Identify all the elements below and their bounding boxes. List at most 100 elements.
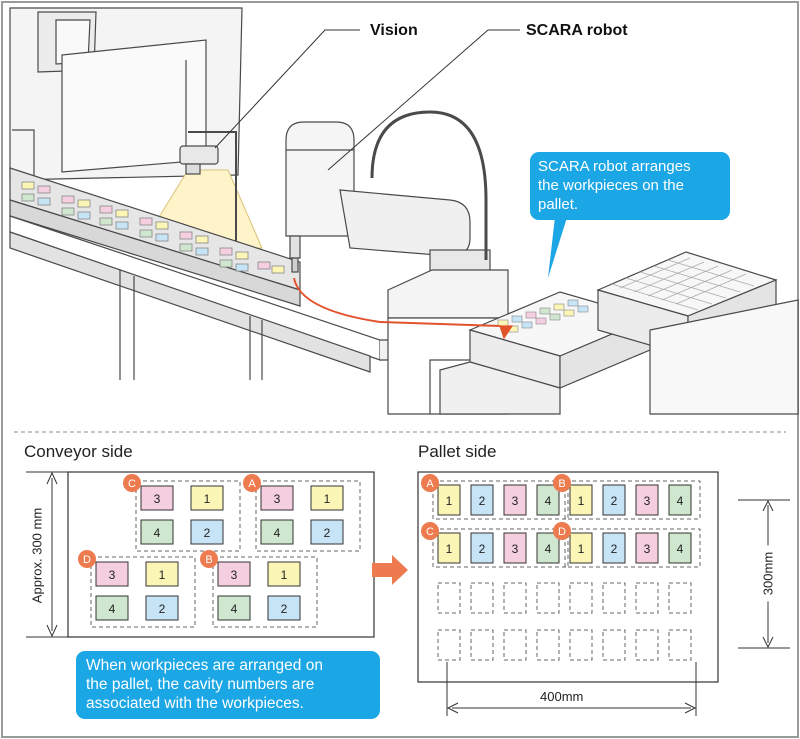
cavity-number: 1: [446, 542, 453, 556]
marker-b: [200, 550, 218, 568]
group-outline: [432, 528, 569, 568]
workpiece-cell: [437, 532, 461, 564]
transfer-arrow: [372, 555, 408, 585]
cavity-number: 2: [281, 602, 288, 616]
cavity-number: 2: [611, 494, 618, 508]
workpiece-cell: [668, 484, 692, 516]
top-illustration: [9, 7, 799, 415]
empty-cavity: [437, 582, 461, 614]
cavity-number: 3: [512, 494, 519, 508]
group-outline: [212, 556, 318, 628]
group-outline: [432, 480, 569, 520]
cavity-number: 4: [109, 602, 116, 616]
workpiece-cell: [602, 484, 626, 516]
vision-callout: Vision: [370, 22, 418, 39]
cavity-number: 4: [545, 494, 552, 508]
workpiece-cell: [95, 595, 129, 621]
empty-cavity: [569, 582, 593, 614]
marker-b: [553, 474, 571, 492]
workpiece-cell: [140, 519, 174, 545]
workpiece-cell: [145, 595, 179, 621]
cavity-number: 4: [154, 526, 161, 540]
group-outline: [564, 528, 701, 568]
workpiece-cell: [503, 532, 527, 564]
group-outline: [90, 556, 196, 628]
workpiece-cell: [536, 484, 560, 516]
cavity-number: 1: [446, 494, 453, 508]
pallet-empty-row: [437, 582, 692, 614]
workpiece-group: 3 1 4 2 D: [78, 550, 196, 628]
empty-cavity: [602, 582, 626, 614]
empty-cavity: [536, 629, 560, 661]
workpiece-cell: [635, 484, 659, 516]
pallet-width-label: 400mm: [537, 689, 587, 704]
bubble-top-line: SCARA robot arranges: [538, 158, 691, 175]
workpiece-cell: [145, 561, 179, 587]
pallet-near-tiles: [497, 299, 589, 333]
cavity-number: 1: [324, 492, 331, 506]
bubble-bottom-line: the pallet, the cavity numbers are: [86, 676, 315, 693]
empty-cavity: [503, 582, 527, 614]
workpiece-cell: [260, 519, 294, 545]
cavity-number: 3: [274, 492, 281, 506]
empty-cavity: [470, 582, 494, 614]
pallet-stack-far: [596, 251, 799, 415]
workpiece-cell: [470, 484, 494, 516]
marker-label: C: [426, 526, 434, 538]
cavity-number: 1: [578, 542, 585, 556]
empty-cavity: [668, 629, 692, 661]
workpiece-cell: [668, 532, 692, 564]
marker-label: D: [558, 526, 566, 538]
workpiece-cell: [503, 484, 527, 516]
cavity-number: 2: [611, 542, 618, 556]
workpiece-cell: [602, 532, 626, 564]
cavity-number: 3: [512, 542, 519, 556]
scara-callout: SCARA robot: [526, 22, 628, 39]
cavity-number: 2: [159, 602, 166, 616]
workpiece-cell: [310, 485, 344, 511]
cavity-number: 4: [231, 602, 238, 616]
cavity-number: 1: [281, 568, 288, 582]
cavity-number: 3: [644, 542, 651, 556]
marker-label: D: [83, 554, 91, 566]
cavity-number: 2: [204, 526, 211, 540]
group-outline: [135, 480, 241, 552]
marker-d: [78, 550, 96, 568]
group-outline: [255, 480, 361, 552]
bubble-bottom-line: When workpieces are arranged on: [86, 657, 323, 674]
workpiece-cell: [310, 519, 344, 545]
group-outline: [564, 480, 701, 520]
cavity-number: 3: [154, 492, 161, 506]
bubble-pointer: [548, 208, 570, 278]
cavity-number: 3: [109, 568, 116, 582]
workpiece-cell: [635, 532, 659, 564]
bubble-bottom-line: associated with the workpieces.: [86, 695, 304, 712]
vision-camera: [179, 145, 219, 165]
workpiece-cell: [190, 485, 224, 511]
pallet-empty-row: [437, 629, 692, 661]
workpiece-cell: [217, 595, 251, 621]
marker-d: [553, 522, 571, 540]
workpiece-cell: [470, 532, 494, 564]
marker-label: B: [558, 478, 565, 490]
pallet-side-title: Pallet side: [418, 442, 497, 461]
workpiece-cell: [260, 485, 294, 511]
move-path: [293, 277, 501, 327]
cavity-number: 4: [677, 542, 684, 556]
cavity-number: 3: [644, 494, 651, 508]
marker-a: [421, 474, 439, 492]
cavity-number: 1: [159, 568, 166, 582]
empty-cavity: [536, 582, 560, 614]
workpiece-cell: [267, 595, 301, 621]
empty-cavity: [437, 629, 461, 661]
cavity-number: 4: [274, 526, 281, 540]
workpiece-cell: [95, 561, 129, 587]
workpiece-cell: [437, 484, 461, 516]
empty-cavity: [470, 629, 494, 661]
